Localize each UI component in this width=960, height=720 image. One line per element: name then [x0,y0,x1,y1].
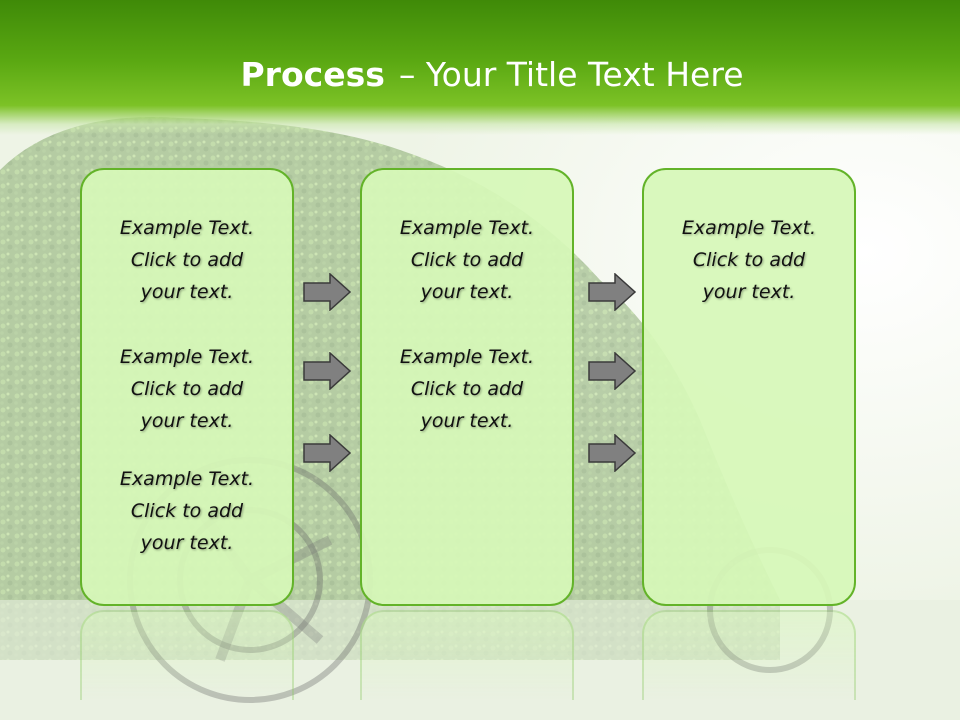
box-1-text-3[interactable]: Example Text. Click to add your text. [119,468,255,554]
box-2-text-1[interactable]: Example Text. Click to add your text. [399,217,535,303]
box-3-text-1[interactable]: Example Text. Click to add your text. [681,217,817,303]
process-box-2[interactable]: Example Text. Click to add your text. Ex… [360,168,574,606]
right-arrow-icon [303,352,351,390]
process-box-1[interactable]: Example Text. Click to add your text. Ex… [80,168,294,606]
box-1-text-1[interactable]: Example Text. Click to add your text. [119,217,255,303]
slide-title[interactable]: Process – Your Title Text Here [0,52,960,98]
box-reflection-3 [642,610,856,700]
process-box-3[interactable]: Example Text. Click to add your text. [642,168,856,606]
right-arrow-icon [303,434,351,472]
box-reflection-1 [80,610,294,700]
title-rest-part: – Your Title Text Here [398,55,744,94]
right-arrow-icon [588,352,636,390]
right-arrow-icon [588,273,636,311]
box-reflection-2 [360,610,574,700]
box-1-text-2[interactable]: Example Text. Click to add your text. [119,346,255,432]
right-arrow-icon [588,434,636,472]
header-band [0,0,960,135]
box-2-text-2[interactable]: Example Text. Click to add your text. [399,346,535,432]
title-bold-part: Process [240,55,385,94]
right-arrow-icon [303,273,351,311]
